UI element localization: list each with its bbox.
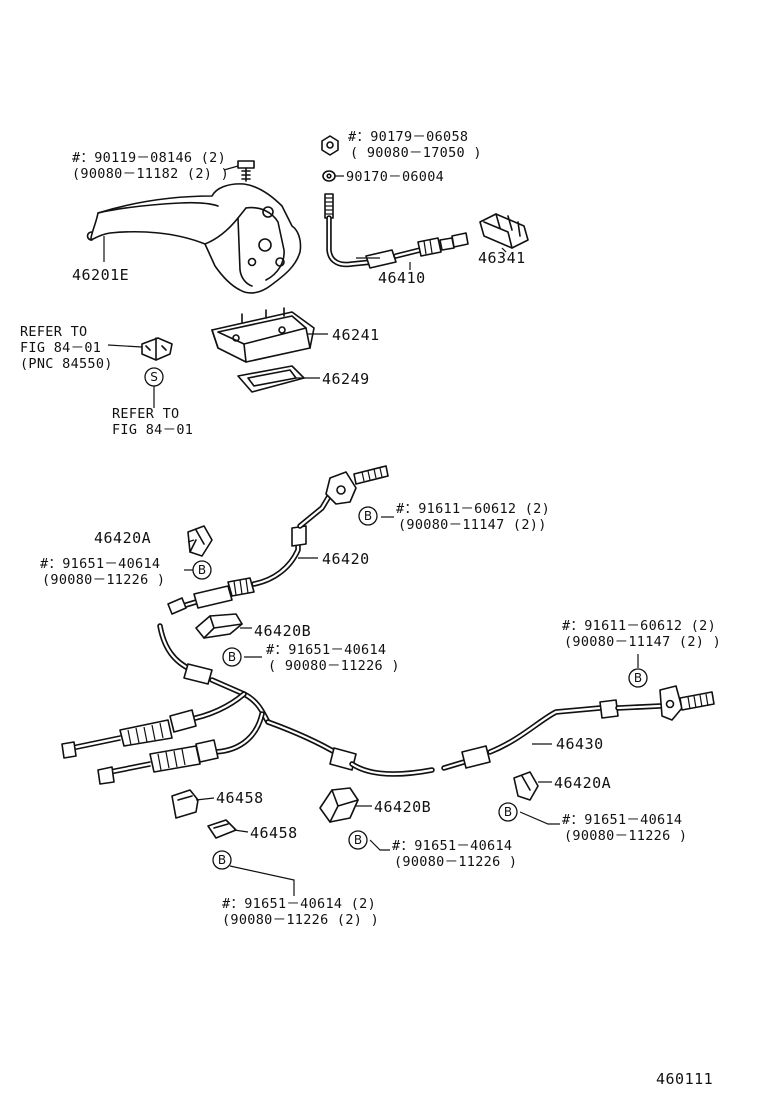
- callout-7-line1: #：91651－40614: [40, 556, 160, 572]
- svg-text:B: B: [634, 671, 642, 685]
- callout-refer-1-line1: REFER TO: [20, 324, 87, 340]
- badge-b-left-bottom: B: [212, 850, 232, 870]
- callout-refer-2-line1: REFER TO: [112, 406, 179, 422]
- badge-b-right-bottom: B: [498, 802, 518, 822]
- callout-washer: 90170－06004: [346, 169, 444, 185]
- callout-bolt-line1: #：90119－08146 (2): [72, 150, 226, 166]
- svg-text:B: B: [354, 833, 362, 847]
- callout-refer-2-line2: FIG 84－01: [112, 422, 193, 438]
- badge-s: S: [144, 367, 164, 387]
- label-46410: 46410: [378, 269, 426, 287]
- label-46201e: 46201E: [72, 266, 129, 284]
- svg-text:B: B: [504, 805, 512, 819]
- callout-12-line1: #：91651－40614 (2): [222, 896, 376, 912]
- callout-nut-line2: ( 90080－17050 ): [350, 145, 482, 161]
- label-46458-upper: 46458: [216, 789, 264, 807]
- callout-11-line1: #：91651－40614: [392, 838, 512, 854]
- main-cable-46430: [61, 623, 715, 785]
- svg-text:B: B: [198, 563, 206, 577]
- label-46430: 46430: [556, 735, 604, 753]
- label-46420b-top: 46420B: [254, 622, 311, 640]
- bolt-icon: [237, 160, 255, 182]
- clip-46341: [479, 213, 529, 249]
- label-46420a-top: 46420A: [94, 529, 151, 547]
- callout-refer-1-line2: FIG 84－01: [20, 340, 101, 356]
- svg-text:B: B: [228, 650, 236, 664]
- parking-brake-lever-46201e: [86, 183, 302, 294]
- bracket-46241: [211, 307, 315, 363]
- callout-nut-line1: #：90179－06058: [348, 129, 468, 145]
- leader-lines: [107, 165, 639, 896]
- callout-6-line1: #：91611－60612 (2): [396, 501, 550, 517]
- figure-number: 460111: [656, 1070, 713, 1088]
- washer-icon: [322, 170, 336, 182]
- label-46420: 46420: [322, 550, 370, 568]
- svg-text:S: S: [150, 370, 158, 384]
- nut-icon: [321, 135, 339, 156]
- svg-text:B: B: [218, 853, 226, 867]
- clip-46458-upper: [171, 789, 199, 819]
- callout-7-line2: (90080－11226 ): [42, 572, 165, 588]
- clamp-46420a-top: [187, 525, 213, 557]
- clamp-46420a-right: [513, 771, 539, 801]
- badge-b-center-bottom: B: [348, 830, 368, 850]
- badge-b-top-right: B: [358, 506, 378, 526]
- clip-46458-lower: [207, 819, 237, 839]
- callout-10-line1: #：91651－40614: [562, 812, 682, 828]
- badge-b-left: B: [192, 560, 212, 580]
- callout-9-line1: #：91611－60612 (2): [562, 618, 716, 634]
- label-46241: 46241: [332, 326, 380, 344]
- callout-12-line2: (90080－11226 (2) ): [222, 912, 379, 928]
- badge-b-mid: B: [222, 647, 242, 667]
- callout-refer-1-line3: (PNC 84550): [20, 356, 113, 372]
- bracket-46420b-top: [195, 613, 243, 639]
- rear-cable-46420: [167, 465, 389, 615]
- label-46341: 46341: [478, 249, 526, 267]
- bracket-46420b-bottom: [319, 787, 359, 823]
- badge-b-right-top: B: [628, 668, 648, 688]
- callout-8-line2: ( 90080－11226 ): [268, 658, 400, 674]
- label-46249: 46249: [322, 370, 370, 388]
- label-46420b-bottom: 46420B: [374, 798, 431, 816]
- callout-11-line2: (90080－11226 ): [394, 854, 517, 870]
- callout-8-line1: #：91651－40614: [266, 642, 386, 658]
- callout-10-line2: (90080－11226 ): [564, 828, 687, 844]
- boot-46249: [237, 365, 305, 393]
- svg-text:B: B: [364, 509, 372, 523]
- callout-bolt-line2: (90080－11182 (2) ): [72, 166, 229, 182]
- callout-6-line2: (90080－11147 (2)): [398, 517, 547, 533]
- front-cable-46410: [324, 193, 469, 269]
- label-46458-lower: 46458: [250, 824, 298, 842]
- callout-9-line2: (90080－11147 (2) ): [564, 634, 721, 650]
- label-46420a-right: 46420A: [554, 774, 611, 792]
- brake-switch-part: [141, 337, 173, 361]
